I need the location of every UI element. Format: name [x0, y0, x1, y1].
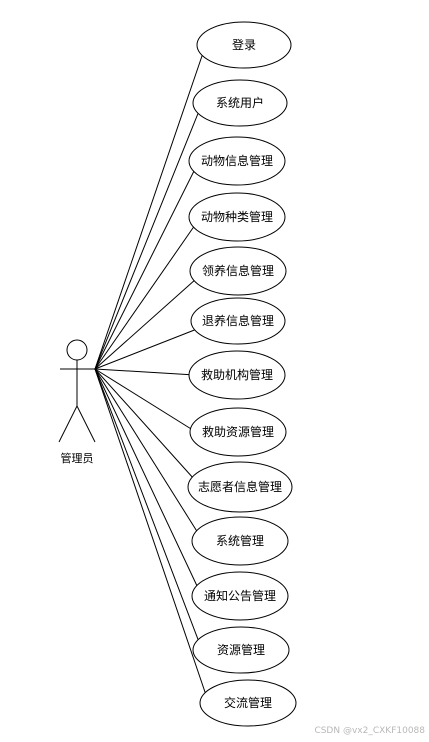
use-case-label: 救助机构管理	[201, 367, 273, 382]
use-case-ellipse	[192, 626, 290, 674]
association-lines	[94, 52, 207, 696]
use-case-label: 动物种类管理	[201, 209, 273, 224]
use-case-label: 志愿者信息管理	[198, 479, 282, 494]
use-case-label: 领养信息管理	[202, 263, 274, 278]
use-case-label: 救助资源管理	[202, 424, 274, 439]
watermark: CSDN @vx2_CXKF10088	[314, 726, 425, 736]
use-case-ellipse	[190, 297, 286, 345]
use-case-ellipse	[196, 21, 292, 69]
actor-left-leg	[58, 405, 78, 443]
use-case-label: 动物信息管理	[201, 153, 273, 168]
association-line	[94, 278, 197, 370]
use-case-ellipse	[191, 571, 289, 621]
association-line	[94, 368, 195, 480]
use-case-ellipse	[189, 246, 287, 296]
association-line	[94, 368, 199, 534]
use-case-label: 登录	[232, 37, 256, 52]
association-line	[94, 224, 196, 370]
actor-figure	[58, 339, 96, 443]
use-case-ellipse	[191, 516, 289, 566]
actor-right-leg	[76, 405, 96, 443]
use-case-ellipse	[189, 407, 287, 457]
association-line	[94, 368, 200, 643]
use-case-label: 交流管理	[224, 695, 272, 710]
association-line	[94, 110, 200, 370]
use-cases: 登录系统用户动物信息管理动物种类管理领养信息管理退养信息管理救助机构管理救助资源…	[187, 21, 297, 727]
use-case-label: 系统用户	[216, 95, 264, 110]
use-case-ellipse	[188, 136, 286, 186]
use-case-label: 通知公告管理	[204, 588, 276, 603]
association-line	[94, 368, 196, 376]
association-line	[94, 368, 197, 433]
use-case-ellipse	[199, 679, 297, 727]
use-case-label: 系统管理	[216, 533, 264, 548]
use-case-ellipse	[187, 461, 293, 513]
use-case-ellipse	[188, 192, 286, 242]
use-case-ellipse	[188, 350, 286, 400]
association-line	[94, 328, 198, 370]
association-line	[94, 168, 196, 370]
association-line	[94, 52, 204, 370]
use-case-label: 资源管理	[217, 642, 265, 657]
actor-label: 管理员	[61, 451, 94, 465]
actor-head	[66, 339, 88, 361]
use-case-ellipse	[192, 79, 288, 127]
association-line	[94, 368, 207, 696]
use-case-label: 退养信息管理	[202, 313, 274, 328]
association-line	[94, 368, 199, 589]
